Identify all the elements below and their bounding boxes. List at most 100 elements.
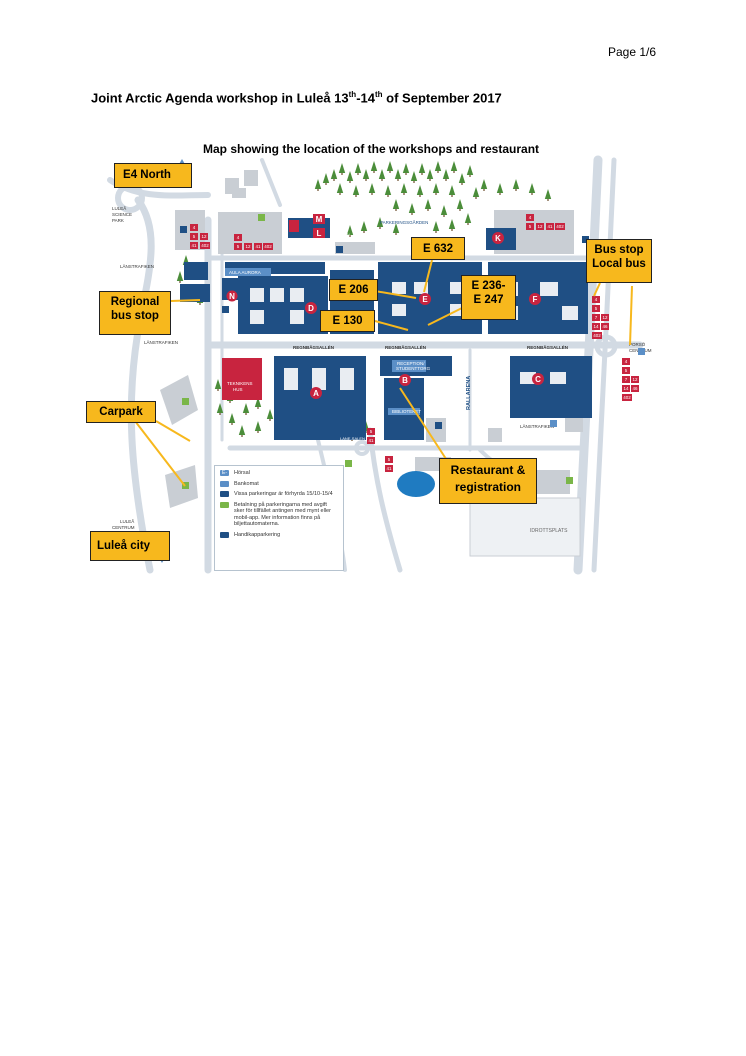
building-markers: A B C D E F K L M N — [226, 214, 544, 399]
label-porso-1: PORSÖ — [629, 341, 646, 347]
legend-horsal-text: Hörsal — [234, 470, 250, 476]
pond — [397, 471, 435, 497]
bus-nw-0: 4 — [193, 225, 196, 230]
bus-e-4: 14 — [593, 324, 599, 329]
legend-bankomat-text: Bankomat — [234, 480, 259, 487]
callout-carpark-text: Carpark — [99, 406, 143, 418]
label-teknikens-hus-2: HUS — [233, 387, 243, 392]
callout-regional-bus-2: bus stop — [111, 310, 159, 322]
label-reception-2: STUDENTTORG — [396, 366, 431, 371]
bus-n-2: 12 — [245, 244, 251, 249]
map-legend: E-102 Hörsal Bankomat Vissa parkeringar ä… — [214, 465, 344, 571]
label-teknikens-hus-1: TEKNIKENS — [227, 381, 253, 386]
callout-lulea-city-text: Luleå city — [97, 540, 151, 552]
label-lanstrafiken-2: LÄNSTRAFIKEN — [144, 339, 178, 345]
bus-n-4: 402 — [264, 244, 272, 249]
callout-lulea-city: Luleå city — [90, 531, 170, 561]
label-science-park-1: LULEÅ — [112, 205, 126, 211]
page-number: Page 1/6 — [608, 45, 657, 59]
label-regnbagsallen-3: REGNBÅGSALLÉN — [527, 343, 568, 350]
teknikens-hus — [222, 358, 262, 400]
marker-D: D — [308, 304, 314, 313]
legend-horsal: E-102 Hörsal — [220, 470, 338, 482]
bus-ne-2: 12 — [537, 224, 543, 229]
legend-bankomat: Bankomat — [220, 480, 338, 488]
title-sup-2: th — [375, 90, 383, 99]
label-science-park-2: SCIENCE — [112, 212, 132, 217]
bus-e2-3: 12 — [632, 377, 638, 382]
bus-signs: 4 5 12 41 402 4 5 12 41 402 4 5 12 41 40… — [190, 214, 639, 472]
legend-pay-parking: Betalning på parkeringarna med avgift sk… — [220, 501, 338, 528]
sports-field — [469, 497, 581, 557]
bus-ne-1: 5 — [529, 224, 532, 229]
label-lulea-centrum-1: LULEÅ — [120, 518, 134, 524]
bus-n-0: 4 — [237, 235, 240, 240]
marker-P — [289, 220, 299, 232]
callout-e206-text: E 206 — [338, 284, 369, 296]
marker-C: C — [535, 375, 541, 384]
legend-horsal-swatch: E-102 — [220, 470, 229, 482]
label-regnbagsallen-1: REGNBÅGSALLÉN — [293, 343, 334, 350]
leader-lines — [134, 259, 633, 487]
bus-n-3: 41 — [255, 244, 261, 249]
document-title: Joint Arctic Agenda workshop in Luleå 13… — [91, 90, 502, 105]
callout-restaurant-2: registration — [454, 480, 521, 494]
bank-icon — [220, 480, 229, 487]
roundabout-e — [594, 334, 618, 358]
bus-e2-6: 402 — [623, 395, 631, 400]
map-caption: Map showing the location of the workshop… — [203, 142, 540, 156]
bus-e2-4: 14 — [623, 386, 629, 391]
callout-restaurant: Restaurant & registration — [439, 458, 537, 504]
bus-s2-1: 41 — [386, 466, 392, 471]
label-lanstrafiken-1: LÄNSTRAFIKEN — [120, 263, 154, 269]
bus-e-0: 4 — [595, 297, 598, 302]
bus-e-6: 402 — [593, 333, 601, 338]
parking-icon — [220, 491, 229, 497]
callout-e130: E 130 — [320, 310, 375, 332]
legend-handicap-text: Handikapparkering — [234, 531, 281, 538]
marker-A: A — [313, 389, 319, 398]
title-mid: -14 — [356, 90, 375, 106]
callout-e4-north: E4 North — [114, 163, 192, 188]
bus-e2-2: 7 — [625, 377, 628, 382]
legend-handicap: Handikapparkering — [220, 531, 338, 539]
label-lulea-centrum-2: CENTRUM — [112, 525, 135, 530]
label-lane-salen: LANE-SALEN — [340, 436, 365, 441]
label-lanstrafiken-3: LÄNSTRAFIKEN — [520, 423, 554, 429]
bus-ne-0: 4 — [529, 215, 532, 220]
callout-e632-text: E 632 — [422, 243, 454, 255]
bus-ne-4: 402 — [556, 224, 564, 229]
legend-parking-text: Vissa parkeringar är förhyrda 15/10-15/4 — [234, 491, 333, 497]
bus-e2-5: 46 — [632, 386, 638, 391]
bus-nw-1: 5 — [193, 234, 196, 239]
bus-s2-0: 5 — [388, 457, 391, 462]
legend-parking: Vissa parkeringar är förhyrda 15/10-15/4 — [220, 491, 338, 498]
callout-e4-north-text: E4 North — [123, 169, 171, 181]
bus-e-1: 5 — [595, 306, 598, 311]
bus-ne-3: 41 — [547, 224, 553, 229]
bus-s-1: 41 — [368, 438, 374, 443]
marker-F: F — [533, 295, 538, 304]
callout-restaurant-1: Restaurant & — [450, 463, 526, 477]
callout-regional-bus-1: Regional — [110, 296, 160, 308]
marker-E: E — [422, 295, 428, 304]
marker-M: M — [316, 215, 323, 224]
label-regnbagsallen-2: REGNBÅGSALLÉN — [385, 343, 426, 350]
callout-e130-text: E 130 — [332, 315, 363, 327]
label-rallarena: RALLARENA — [466, 376, 472, 410]
callout-e206: E 206 — [329, 279, 378, 301]
label-parkeringsgarden: PARKERINGSGÅRDEN — [380, 219, 428, 225]
bus-n-1: 5 — [237, 244, 240, 249]
callout-e236: E 236- E 247 — [461, 275, 516, 320]
callout-e236-1: E 236- — [471, 280, 506, 292]
callout-e236-2: E 247 — [473, 294, 504, 306]
roundabout-center — [354, 440, 370, 456]
bus-nw-4: 402 — [201, 243, 209, 248]
marker-L: L — [317, 229, 322, 238]
pay-parking-icon — [220, 501, 229, 508]
bus-e2-0: 4 — [625, 359, 628, 364]
label-biblioteket: BIBLIOTEKET — [392, 409, 421, 414]
label-aula-aurora: AULA AURORA — [229, 270, 261, 275]
